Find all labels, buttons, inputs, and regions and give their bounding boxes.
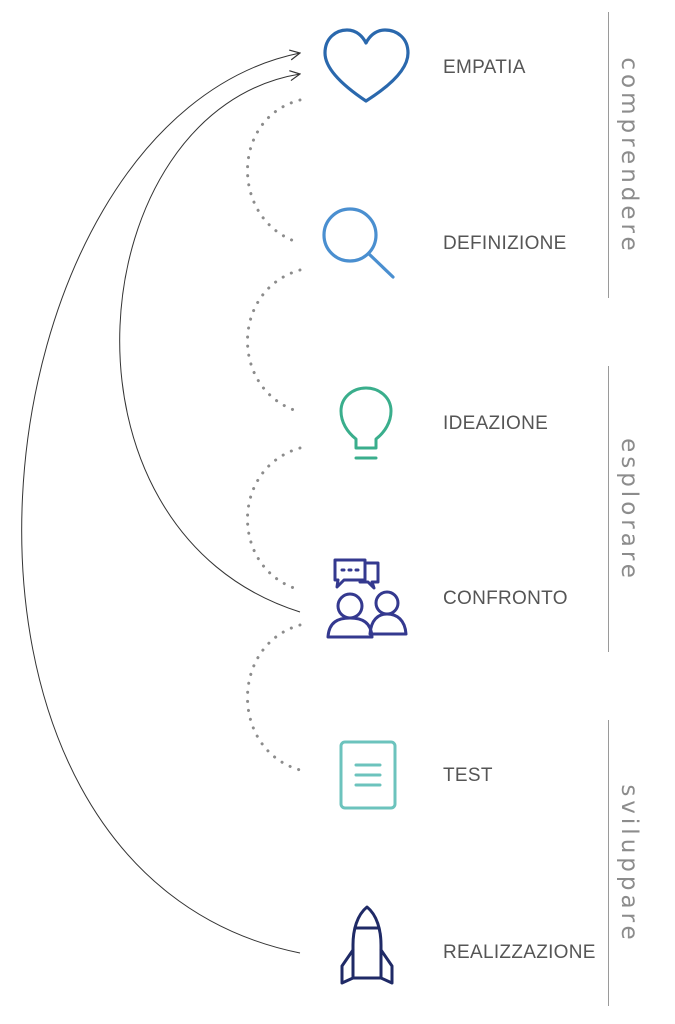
- connector-confronto-test: [246, 623, 302, 772]
- dotted-connectors: [246, 98, 302, 772]
- feedback-arrow-realizzazione-to-empatia: [21, 53, 300, 954]
- phase-label-text: esplorare: [616, 438, 642, 582]
- feedback-arrow-confronto-to-empatia: [119, 74, 300, 613]
- step-label-test: TEST: [443, 765, 493, 786]
- magnifier-icon: [322, 207, 395, 279]
- rocket-icon: [340, 905, 394, 985]
- phase-label-text: sviluppare: [616, 784, 642, 944]
- connector-ideazione-confronto: [246, 446, 302, 592]
- connector-empatia-definizione: [246, 98, 302, 245]
- phase-divider-comprendere: [608, 12, 609, 298]
- phase-label-text: comprendere: [616, 57, 642, 255]
- step-label-definizione: DEFINIZIONE: [443, 233, 567, 254]
- step-label-ideazione: IDEAZIONE: [443, 413, 549, 434]
- people-chat-icon: [326, 558, 408, 639]
- document-icon: [339, 740, 397, 810]
- heart-icon: [323, 28, 410, 103]
- step-label-realizzazione: REALIZZAZIONE: [443, 942, 596, 963]
- phase-divider-esplorare: [608, 366, 609, 652]
- step-label-empatia: EMPATIA: [443, 57, 526, 78]
- feedback-arrows: [21, 53, 300, 954]
- phase-divider-sviluppare: [608, 720, 609, 1006]
- step-label-confronto: CONFRONTO: [443, 588, 568, 609]
- lightbulb-icon: [339, 386, 393, 460]
- connector-definizione-ideazione: [246, 268, 302, 414]
